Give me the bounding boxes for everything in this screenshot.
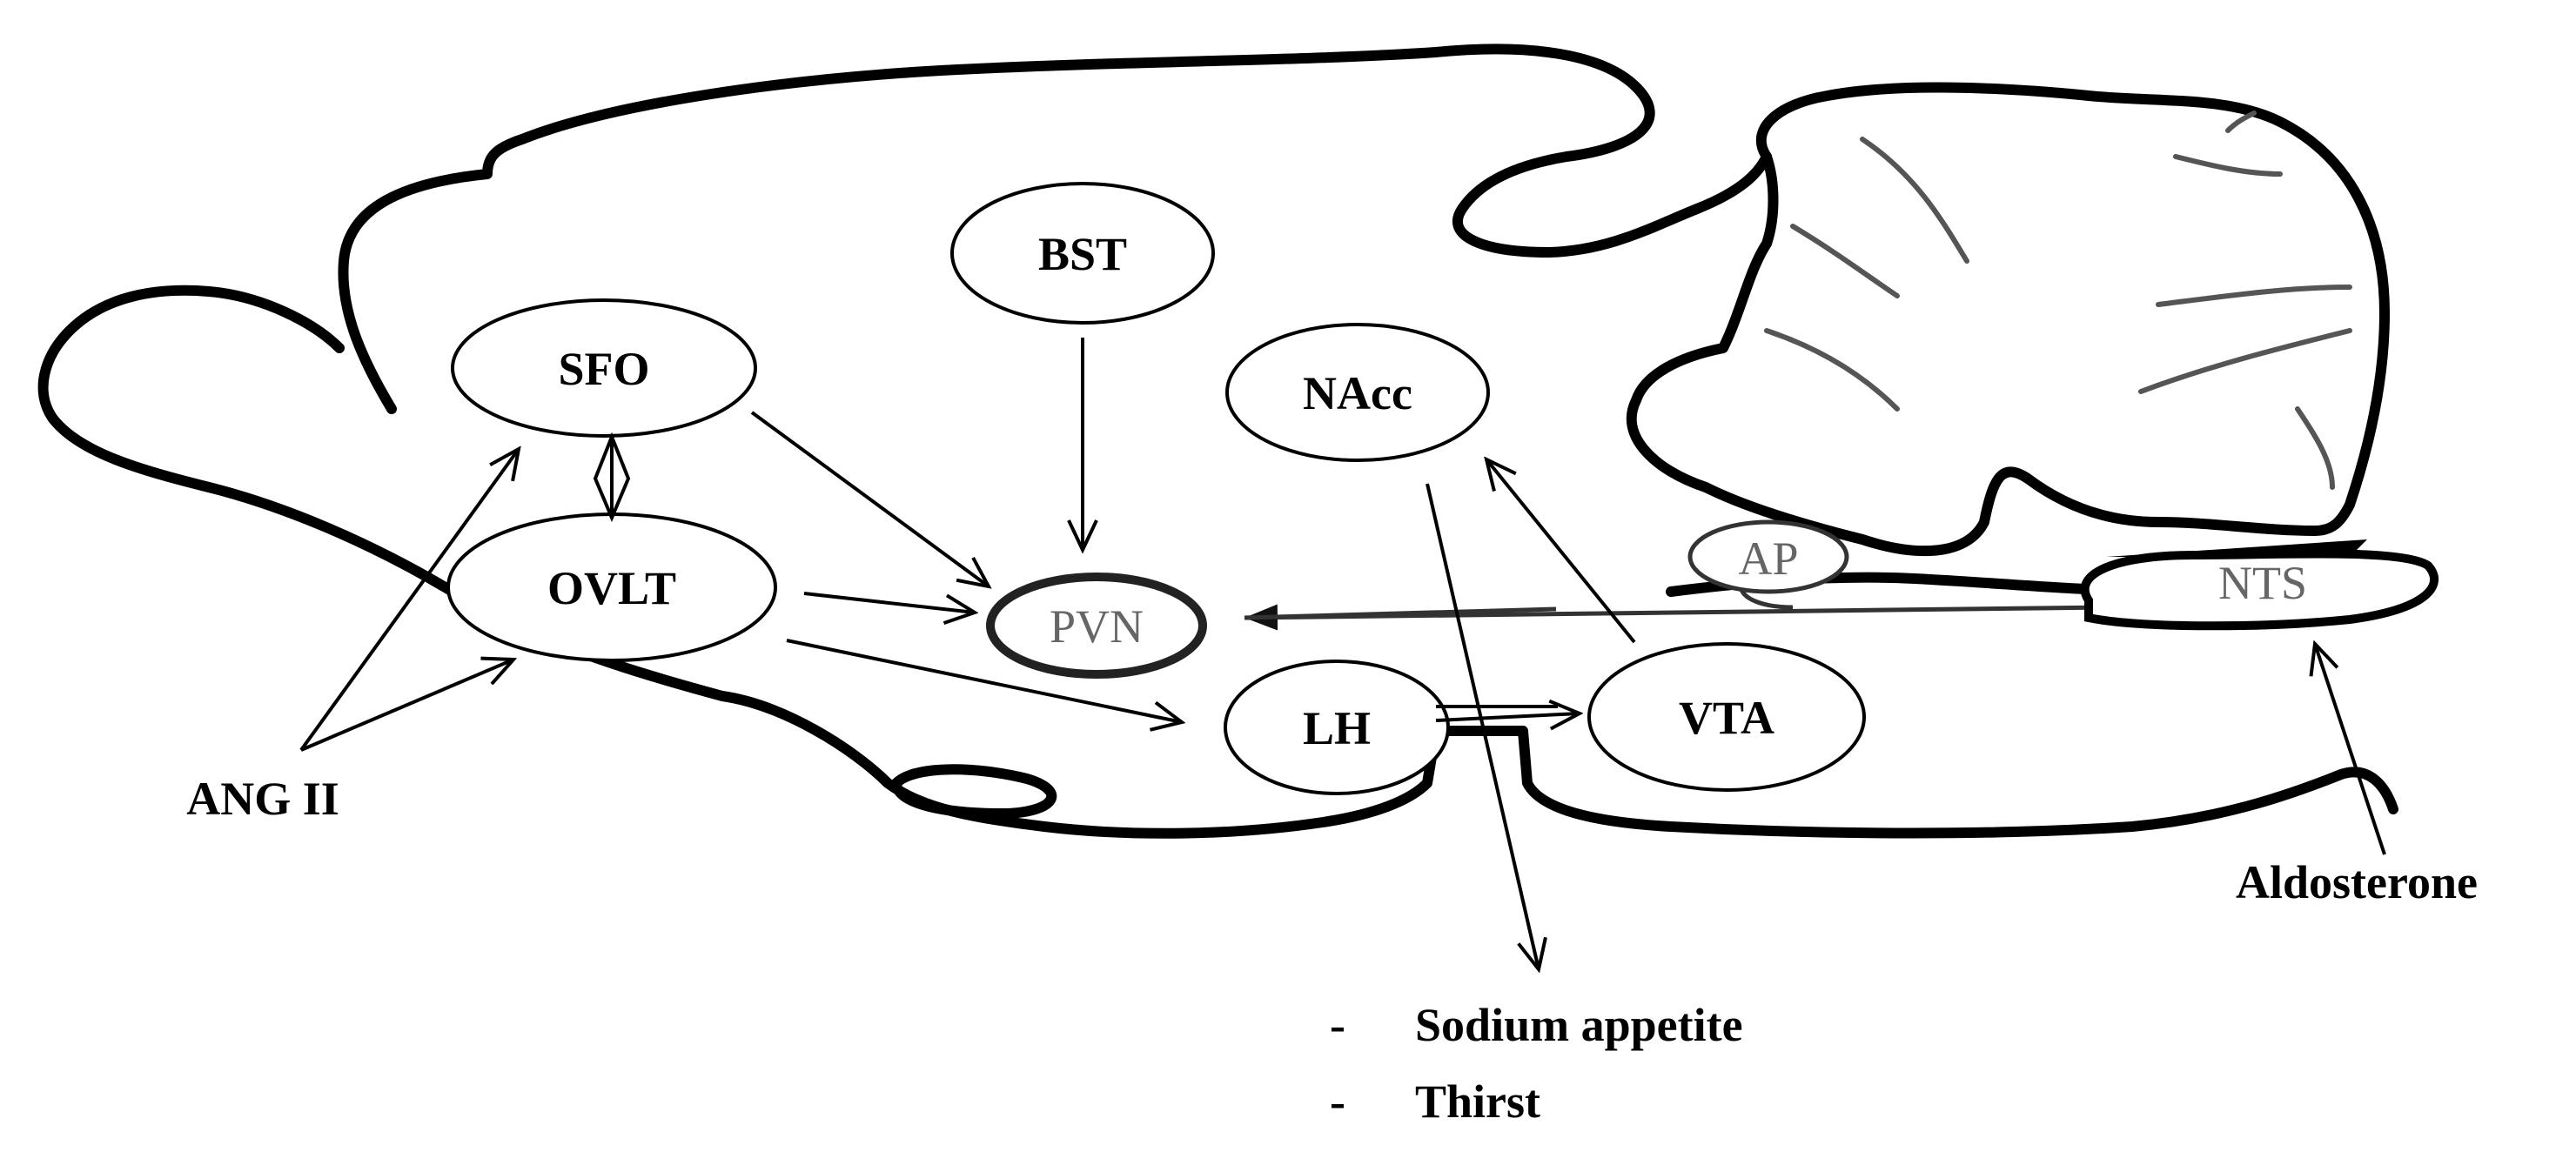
arrow-angii-sfo	[299, 449, 519, 752]
output-list: - Sodium appetite - Thirst	[1330, 999, 1743, 1128]
pvn-tract	[1244, 606, 1557, 620]
node-vta-label: VTA	[1679, 692, 1774, 744]
node-nacc: NAcc	[1225, 323, 1490, 462]
input-aldosterone: Aldosterone	[2236, 856, 2478, 908]
node-nacc-label: NAcc	[1303, 367, 1412, 419]
arrow-sfo-pvn	[750, 411, 989, 586]
node-nts-label: NTS	[2218, 557, 2307, 609]
node-sfo-label: SFO	[558, 343, 649, 395]
node-lh-label: LH	[1303, 702, 1371, 754]
connections	[299, 338, 2386, 969]
node-lh: LH	[1224, 660, 1450, 795]
arrow-angii-ovlt	[300, 660, 513, 752]
output-bullet-2: -	[1330, 1075, 1345, 1128]
sfo-ovlt-bidirectional	[593, 432, 631, 523]
node-vta: VTA	[1587, 642, 1866, 792]
node-pvn: PVN	[986, 573, 1207, 679]
brain-outline	[37, 44, 2398, 839]
arrow-aldosterone-nts	[2315, 644, 2386, 855]
node-ovlt-label: OVLT	[547, 562, 676, 614]
arrow-ovlt-pvn	[803, 592, 975, 613]
arrow-ovlt-lh	[786, 639, 1182, 722]
node-pvn-label: PVN	[1050, 600, 1144, 653]
node-ap: AP	[1687, 519, 1849, 594]
node-bst-label: BST	[1038, 228, 1127, 280]
arrow-vta-nacc	[1486, 459, 1636, 644]
node-bst: BST	[950, 182, 1215, 325]
arrow-nacc-output	[1426, 483, 1539, 969]
node-ovlt: OVLT	[446, 512, 777, 662]
output-bullet-1: -	[1330, 999, 1345, 1051]
node-ap-label: AP	[1738, 532, 1798, 585]
node-nts: NTS	[2080, 539, 2439, 631]
output-item-thirst: Thirst	[1415, 1075, 1540, 1128]
nts-to-pvn-tract	[1244, 604, 2107, 631]
arrow-lh-vta-2	[1435, 713, 1580, 720]
input-ang-ii: ANG II	[186, 773, 339, 825]
output-item-sodium-appetite: Sodium appetite	[1415, 999, 1743, 1051]
node-sfo: SFO	[451, 298, 757, 438]
